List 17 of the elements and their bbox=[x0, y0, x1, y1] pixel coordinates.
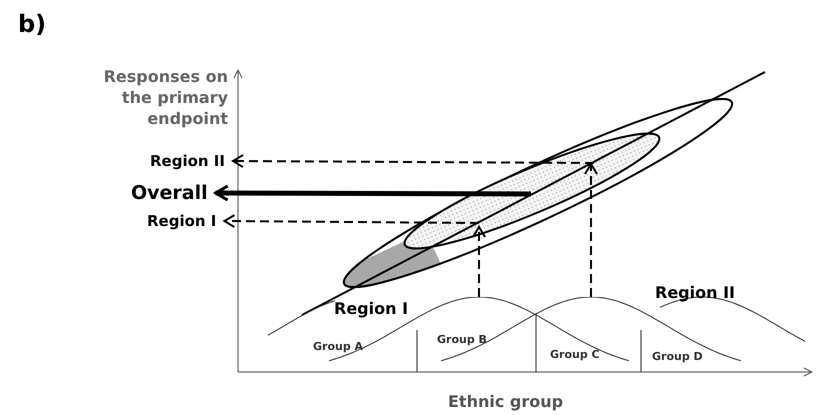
axis-level-label: Overall bbox=[131, 182, 208, 204]
arrow bbox=[472, 226, 486, 297]
axis-title: Ethnic group bbox=[448, 392, 564, 411]
group-label: Group C bbox=[550, 348, 600, 361]
arrow bbox=[584, 163, 598, 297]
axis-level-label: Region I bbox=[147, 212, 216, 230]
axis-title: Responses on the primary endpoint bbox=[102, 66, 228, 129]
arrow bbox=[232, 154, 594, 168]
region-label: Region II bbox=[655, 283, 735, 302]
arrow bbox=[214, 184, 531, 202]
arrow bbox=[223, 214, 479, 228]
group-label: Group A bbox=[313, 340, 364, 353]
group-label: Group B bbox=[437, 333, 487, 346]
axis-level-label: Region II bbox=[150, 152, 225, 170]
group-label: Group D bbox=[652, 350, 703, 363]
region-label: Region I bbox=[334, 299, 408, 318]
panel-label: b) bbox=[18, 10, 46, 38]
